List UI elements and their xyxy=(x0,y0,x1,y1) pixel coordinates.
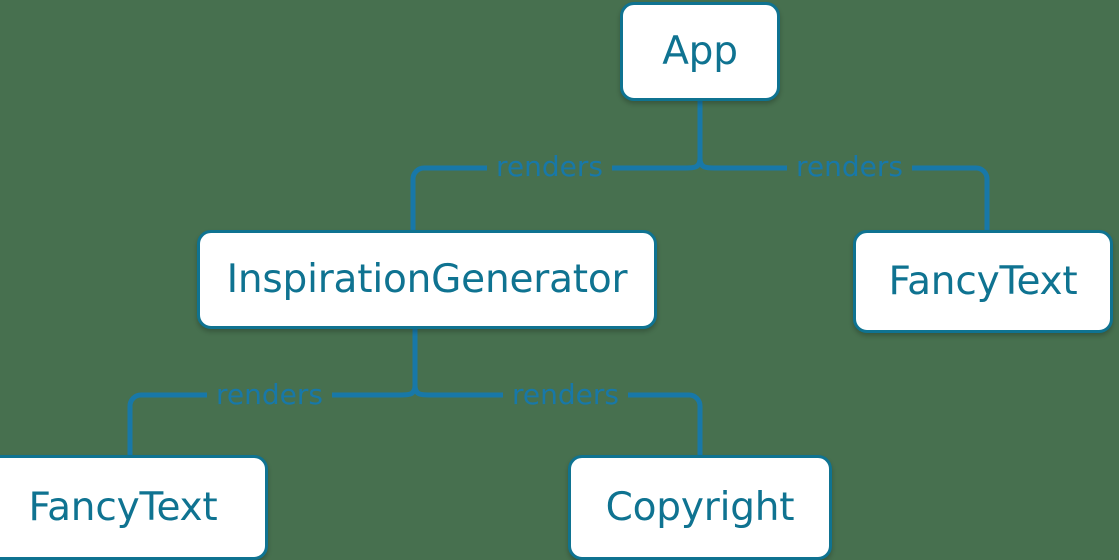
node-fancytext-bottom[interactable]: FancyText xyxy=(0,455,268,560)
node-fancytext-right-label: FancyText xyxy=(888,259,1078,304)
edge-label-inspirationgenerator-to-copyright: renders xyxy=(503,381,628,409)
node-fancytext-bottom-label: FancyText xyxy=(28,485,218,530)
node-app[interactable]: App xyxy=(620,2,780,101)
edge-label-app-to-fancytext-right: renders xyxy=(787,153,912,181)
node-app-label: App xyxy=(662,29,738,74)
node-fancytext-right[interactable]: FancyText xyxy=(853,230,1113,333)
node-copyright[interactable]: Copyright xyxy=(568,455,832,560)
edge-label-inspirationgenerator-to-fancytext-bottom: renders xyxy=(207,381,332,409)
node-inspirationgenerator[interactable]: InspirationGenerator xyxy=(197,230,657,329)
node-inspirationgenerator-label: InspirationGenerator xyxy=(226,257,628,302)
edge-label-app-to-inspirationgenerator: renders xyxy=(487,153,612,181)
node-copyright-label: Copyright xyxy=(605,485,795,530)
